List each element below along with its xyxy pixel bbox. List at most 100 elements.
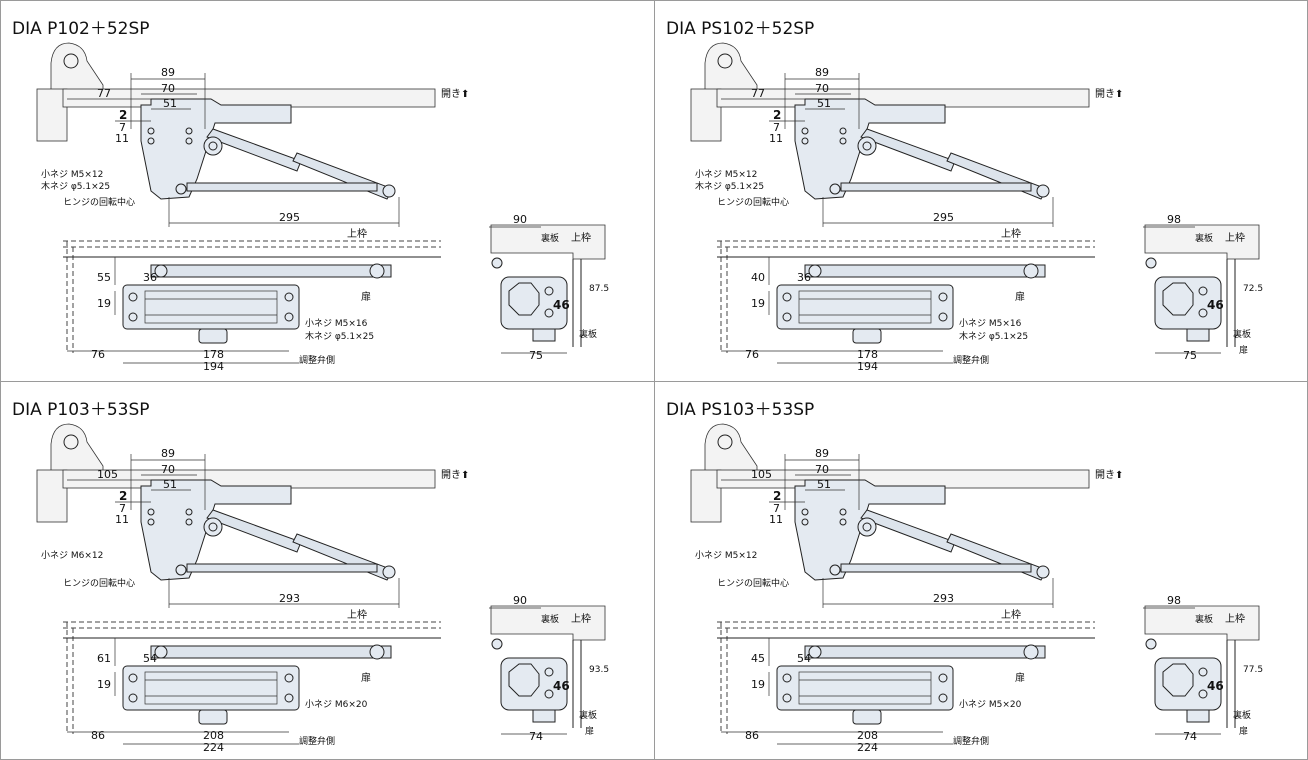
wall-block [690, 469, 722, 523]
side-height-dim: 87.5 [589, 284, 609, 294]
dim-11: 11 [769, 513, 783, 526]
dim-side-width: 90 [513, 213, 527, 226]
panel-title: DIA P102＋52SP [12, 19, 150, 39]
small-screw-note-2: 小ネジ M6×20 [305, 699, 368, 710]
side-door-label: 扉 [585, 725, 594, 737]
side-upper-frame-label: 上枠 [571, 612, 591, 625]
front-view: 上枠 54 扉 61 19 小ネジ M6×20 調整弁側 86 208 224 [63, 608, 441, 754]
dim-height-top: 45 [751, 652, 765, 665]
side-hex-nut [1162, 282, 1194, 316]
dim-70: 70 [161, 82, 175, 95]
dim-offset: 36 [797, 271, 811, 284]
hinge-center-label: ヒンジの回転中心 [717, 577, 789, 589]
dim-total: 194 [203, 360, 224, 373]
side-door-label: 扉 [1239, 725, 1248, 737]
dim-77: 77 [97, 87, 111, 100]
door-top [716, 469, 1090, 489]
dim-body: 178 [857, 348, 878, 361]
closer-body-front [776, 665, 954, 711]
valve [852, 328, 882, 344]
wood-screw-note-2: 木ネジ φ5.1×25 [959, 330, 1028, 342]
top-view: 89 70 51 105 2 7 11 開き⬆ 小ネジ M6×12 ヒンジの回転… [36, 423, 469, 608]
side-upper-frame-label: 上枠 [1225, 612, 1245, 625]
small-screw-note: 小ネジ M6×12 [41, 550, 103, 561]
dim-7: 7 [773, 502, 780, 515]
door-label: 扉 [1015, 671, 1025, 684]
dim-left: 76 [745, 348, 759, 361]
valve [198, 709, 228, 725]
wood-screw-note-2: 木ネジ φ5.1×25 [305, 330, 374, 342]
dim-51: 51 [817, 97, 831, 110]
front-arm [150, 264, 392, 278]
dim-left: 86 [745, 729, 759, 742]
dim-70: 70 [161, 463, 175, 476]
dim-total: 194 [857, 360, 878, 373]
small-screw-note-2: 小ネジ M5×16 [305, 318, 368, 329]
front-arm [150, 645, 392, 659]
door-label: 扉 [1015, 290, 1025, 303]
wall-block [36, 469, 68, 523]
door-label: 扉 [361, 290, 371, 303]
upper-frame-label: 上枠 [1001, 608, 1021, 621]
dim-height-bottom: 19 [97, 297, 111, 310]
dim-arm-length: 295 [933, 211, 954, 224]
wall-block [690, 88, 722, 142]
back-plate-label-2: 裏板 [1233, 709, 1251, 721]
dim-7: 7 [119, 502, 126, 515]
forearm [946, 152, 1048, 200]
front-arm [804, 645, 1046, 659]
open-direction-label: 開き⬆ [441, 469, 469, 481]
dim-body: 208 [203, 729, 224, 742]
side-height-dim: 77.5 [1243, 665, 1263, 675]
adjust-rod [186, 182, 378, 192]
dim-89: 89 [161, 66, 175, 79]
top-view: 89 70 51 105 2 7 11 開き⬆ 小ネジ M5×12 ヒンジの回転… [690, 423, 1123, 608]
arm-pivot [203, 136, 223, 156]
hinge-pin [63, 434, 79, 450]
dim-body: 178 [203, 348, 224, 361]
small-screw-note: 小ネジ M5×12 [695, 550, 757, 561]
back-plate-label: 裏板 [541, 613, 559, 625]
top-view: 89 70 51 77 2 7 11 開き⬆ 小ネジ M5×12 木ネジ φ5.… [690, 42, 1123, 227]
dim-77: 105 [97, 468, 118, 481]
side-door-label: 扉 [1239, 344, 1248, 356]
forearm [292, 533, 394, 581]
back-plate-label: 裏板 [1195, 613, 1213, 625]
small-screw-note-2: 小ネジ M5×16 [959, 318, 1022, 329]
dim-side-bottom: 74 [1183, 730, 1197, 743]
dim-body: 208 [857, 729, 878, 742]
closer-body-top [794, 98, 946, 200]
dim-11: 11 [115, 513, 129, 526]
door-top [62, 88, 436, 108]
front-view: 上枠 36 扉 55 19 小ネジ M5×16 木ネジ φ5.1×25 調整弁側… [63, 227, 441, 373]
side-view: 98 裏板 上枠 72.5 46 裏板 扉 75 [1143, 213, 1263, 362]
door-closer-drawing: 89 70 51 105 2 7 11 開き⬆ 小ネジ M5×12 ヒンジの回転… [690, 423, 1263, 754]
dim-70: 70 [815, 463, 829, 476]
dim-7: 7 [773, 121, 780, 134]
door-closer-drawing: 89 70 51 77 2 7 11 開き⬆ 小ネジ M5×12 木ネジ φ5.… [690, 42, 1263, 373]
hinge-pin [717, 434, 733, 450]
side-upper-frame-label: 上枠 [571, 231, 591, 244]
front-view: 上枠 36 扉 40 19 小ネジ M5×16 木ネジ φ5.1×25 調整弁側… [717, 227, 1095, 373]
panel-2: 89 70 51 77 2 7 11 開き⬆ 小ネジ M5×12 木ネジ φ5.… [655, 1, 1307, 382]
valve-side-label: 調整弁側 [953, 354, 989, 366]
dim-offset: 54 [143, 652, 157, 665]
upper-frame-label: 上枠 [347, 227, 367, 240]
top-view: 89 70 51 77 2 7 11 開き⬆ 小ネジ M5×12 木ネジ φ5.… [36, 42, 469, 227]
dim-height-bottom: 19 [751, 297, 765, 310]
dim-height-top: 55 [97, 271, 111, 284]
dim-11: 11 [769, 132, 783, 145]
forearm [292, 152, 394, 200]
side-46-dim: 46 [553, 298, 570, 312]
closer-body-top [794, 479, 946, 581]
back-plate-label-2: 裏板 [1233, 328, 1251, 340]
arm-pivot [857, 517, 877, 537]
hinge-bracket [50, 42, 104, 92]
dim-2: 2 [119, 489, 127, 503]
valve-side-label: 調整弁側 [299, 735, 335, 747]
door-top [62, 469, 436, 489]
small-screw-note-2: 小ネジ M5×20 [959, 699, 1022, 710]
side-hex-nut [508, 282, 540, 316]
arm-pivot [857, 136, 877, 156]
